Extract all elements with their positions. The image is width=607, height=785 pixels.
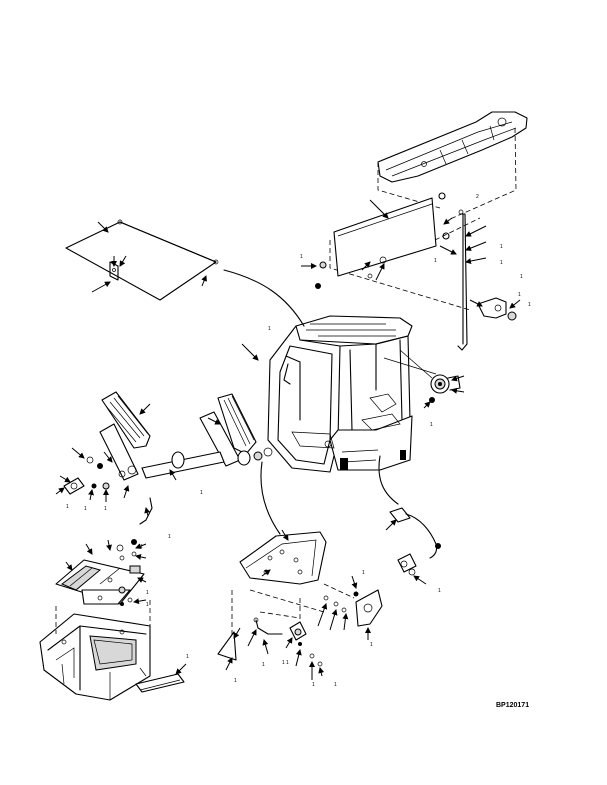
pedal-left [99, 391, 151, 481]
svg-text:1: 1 [262, 662, 265, 668]
svg-text:1: 1 [200, 490, 203, 496]
svg-text:1: 1 [500, 244, 503, 250]
svg-text:1: 1 [286, 660, 289, 666]
svg-text:1: 1 [434, 258, 437, 264]
svg-text:1: 1 [334, 682, 337, 688]
svg-text:1: 1 [104, 506, 107, 512]
svg-text:1: 1 [528, 302, 531, 308]
seat-plate [55, 539, 147, 606]
console-dashed-lines [231, 583, 355, 648]
svg-text:1: 1 [84, 506, 87, 512]
roller-blind [65, 219, 219, 301]
console-hardware [217, 575, 383, 680]
cab-frame [263, 315, 413, 473]
svg-text:1: 1 [300, 254, 303, 260]
svg-text:1: 1 [140, 544, 143, 550]
sun-visor-panel [333, 192, 450, 277]
svg-text:2: 2 [476, 194, 479, 200]
svg-text:1: 1 [518, 292, 521, 298]
svg-text:1: 1 [312, 682, 315, 688]
svg-text:1: 1 [168, 534, 171, 540]
dash-console [239, 529, 327, 585]
visor-hardware [301, 217, 453, 289]
drawing-code: BP120171 [496, 702, 530, 709]
svg-text:1: 1 [146, 602, 149, 608]
mounting-bracket [469, 297, 521, 321]
svg-text:1: 1 [66, 504, 69, 510]
reference-ticks: 1 1 2 1 1 1 1 1 1 1 1 1 1 1 1 1 1 1 1 1 … [66, 194, 531, 688]
svg-text:1: 1 [438, 588, 441, 594]
wiring-harness [385, 507, 441, 585]
svg-text:1: 1 [146, 590, 149, 596]
svg-text:1: 1 [370, 642, 373, 648]
svg-text:1: 1 [186, 654, 189, 660]
svg-text:1: 1 [268, 326, 271, 332]
roof-liner-part [377, 111, 528, 183]
svg-text:1: 1 [430, 422, 433, 428]
svg-text:1: 1 [282, 660, 285, 666]
svg-text:1: 1 [500, 260, 503, 266]
horn-part [383, 349, 465, 409]
grab-handle-strap [439, 209, 487, 351]
svg-text:1: 1 [520, 274, 523, 280]
svg-text:1: 1 [234, 678, 237, 684]
pedal-shaft [55, 447, 263, 525]
seat-riser [39, 600, 151, 701]
trim-strip [135, 663, 187, 693]
svg-text:1: 1 [362, 570, 365, 576]
